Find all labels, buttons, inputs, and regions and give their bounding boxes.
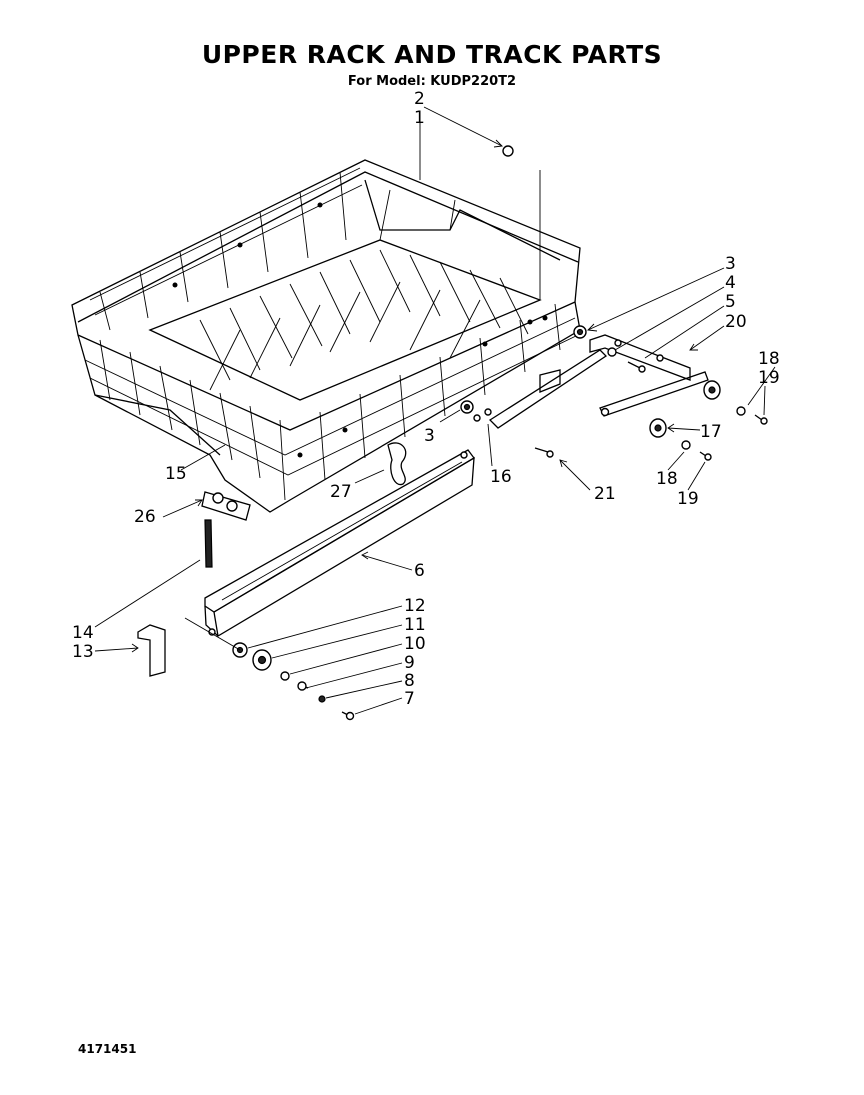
callout-labels: 2 1 3 4 5 20 18 19 17 18 19 21 16 3 15 2… <box>72 89 780 709</box>
callout-3-top: 3 <box>725 254 736 274</box>
callout-9: 9 <box>404 653 415 673</box>
model-subtitle: For Model: KUDP220T2 <box>347 74 517 89</box>
callout-18-bottom: 18 <box>656 469 678 489</box>
right-track-assembly <box>460 145 768 461</box>
callout-16: 16 <box>490 467 512 487</box>
clip-part-27 <box>387 442 407 486</box>
callout-19-right: 19 <box>758 368 780 388</box>
callout-11: 11 <box>404 615 426 635</box>
callout-3-bottom: 3 <box>424 426 435 446</box>
callout-17: 17 <box>700 422 722 442</box>
callout-19-bottom: 19 <box>677 489 699 509</box>
callout-6: 6 <box>414 561 425 581</box>
callout-27: 27 <box>330 482 352 502</box>
clip-part-13 <box>137 624 166 677</box>
pin-part-14 <box>204 519 213 568</box>
callout-12: 12 <box>404 596 426 616</box>
document-number: 4171451 <box>78 1042 137 1056</box>
callout-26: 26 <box>134 507 156 527</box>
callout-2: 2 <box>414 89 425 109</box>
upper-rack-drawing <box>71 159 581 513</box>
callout-18-right: 18 <box>758 349 780 369</box>
callout-5: 5 <box>725 292 736 312</box>
callout-8: 8 <box>404 671 415 691</box>
callout-13: 13 <box>72 642 94 662</box>
front-track-drawing <box>204 449 475 638</box>
holder-part-26 <box>201 491 251 521</box>
callout-21: 21 <box>594 484 616 504</box>
callout-14: 14 <box>72 623 94 643</box>
roller-hardware-7-12 <box>184 617 355 721</box>
diagram-title: UPPER RACK AND TRACK PARTS <box>201 40 663 69</box>
callout-1: 1 <box>414 108 425 128</box>
callout-7: 7 <box>404 689 415 709</box>
callout-15: 15 <box>165 464 187 484</box>
callout-20: 20 <box>725 312 747 332</box>
callout-4: 4 <box>725 273 736 293</box>
callout-10: 10 <box>404 634 426 654</box>
leader-lines <box>94 106 776 715</box>
